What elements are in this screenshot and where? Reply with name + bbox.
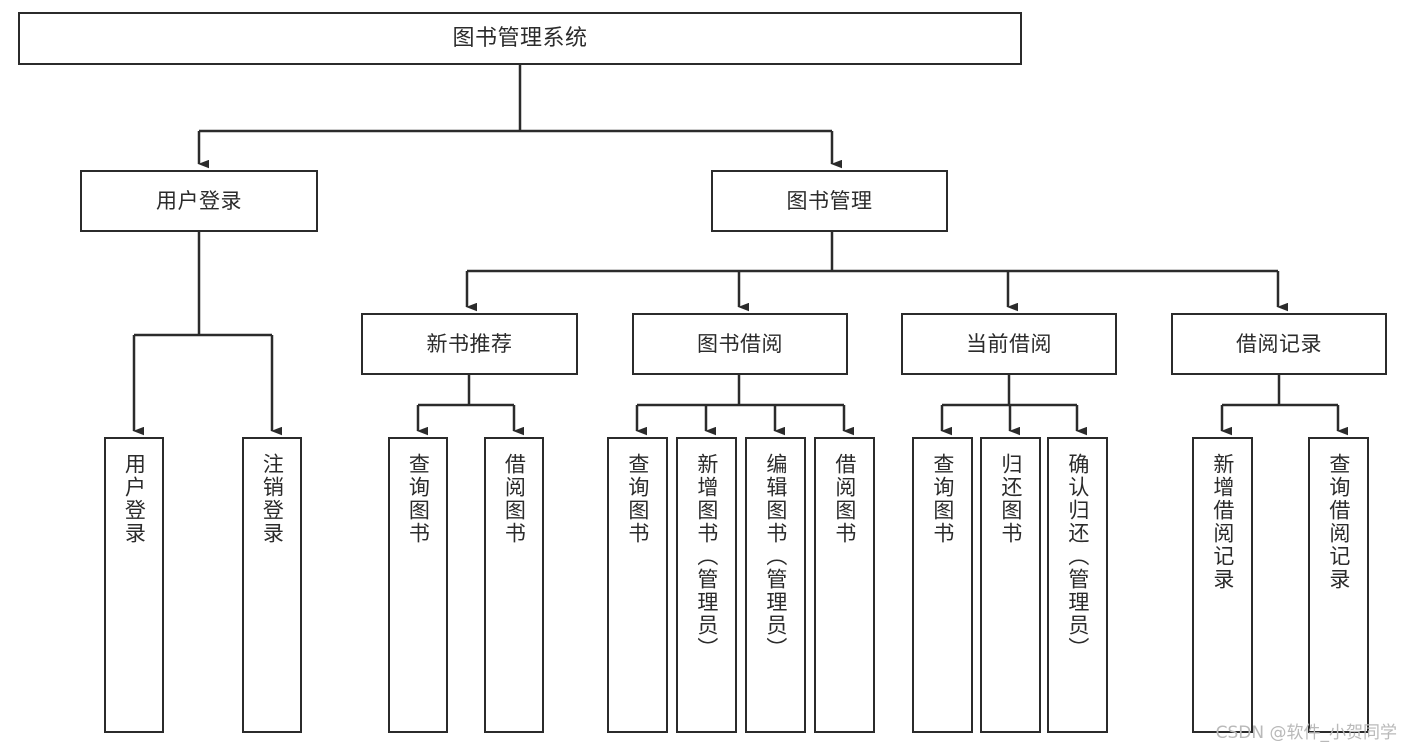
node-label: 借阅记录: [1236, 331, 1322, 356]
watermark-text: CSDN @软件_小贺同学: [1215, 723, 1397, 743]
node-label: 借阅图书: [832, 453, 857, 545]
node-label: 图书借阅: [697, 331, 783, 356]
node-new-book-recommend[interactable]: 新书推荐: [361, 313, 578, 375]
node-label: 注销登录: [260, 453, 285, 545]
node-label: 查询图书: [625, 453, 650, 545]
node-label: 编辑图书（管理员）: [763, 453, 788, 660]
leaf-record-add-record[interactable]: 新增借阅记录: [1192, 437, 1253, 733]
leaf-current-confirm-return-admin[interactable]: 确认归还（管理员）: [1047, 437, 1108, 733]
node-label: 用户登录: [156, 188, 242, 213]
leaf-current-return-book[interactable]: 归还图书: [980, 437, 1041, 733]
node-label: 归还图书: [998, 453, 1023, 545]
node-label: 新书推荐: [426, 331, 513, 356]
leaf-record-query-record[interactable]: 查询借阅记录: [1308, 437, 1369, 733]
node-label: 新增借阅记录: [1210, 453, 1235, 591]
leaf-borrow-borrow-book[interactable]: 借阅图书: [814, 437, 875, 733]
node-current-borrow[interactable]: 当前借阅: [901, 313, 1117, 375]
node-label: 查询借阅记录: [1326, 453, 1351, 591]
node-label: 当前借阅: [966, 331, 1052, 356]
node-label: 借阅图书: [502, 453, 527, 545]
node-label: 用户登录: [122, 453, 147, 545]
node-label: 查询图书: [406, 453, 431, 545]
node-user-login[interactable]: 用户登录: [80, 170, 318, 232]
node-borrow-record[interactable]: 借阅记录: [1171, 313, 1387, 375]
leaf-current-query-book[interactable]: 查询图书: [912, 437, 973, 733]
leaf-borrow-add-book-admin[interactable]: 新增图书（管理员）: [676, 437, 737, 733]
node-label: 图书管理: [786, 188, 873, 213]
node-book-management[interactable]: 图书管理: [711, 170, 948, 232]
node-label: 新增图书（管理员）: [694, 453, 719, 660]
leaf-user-login[interactable]: 用户登录: [104, 437, 164, 733]
leaf-borrow-query-book[interactable]: 查询图书: [607, 437, 668, 733]
node-label: 确认归还（管理员）: [1065, 453, 1090, 660]
leaf-new-book-borrow-book[interactable]: 借阅图书: [484, 437, 544, 733]
node-root-book-management-system[interactable]: 图书管理系统: [18, 12, 1022, 65]
node-label: 查询图书: [930, 453, 955, 545]
node-book-borrow[interactable]: 图书借阅: [632, 313, 848, 375]
leaf-borrow-edit-book-admin[interactable]: 编辑图书（管理员）: [745, 437, 806, 733]
leaf-new-book-query-book[interactable]: 查询图书: [388, 437, 448, 733]
node-label: 图书管理系统: [452, 25, 588, 51]
leaf-logout[interactable]: 注销登录: [242, 437, 302, 733]
